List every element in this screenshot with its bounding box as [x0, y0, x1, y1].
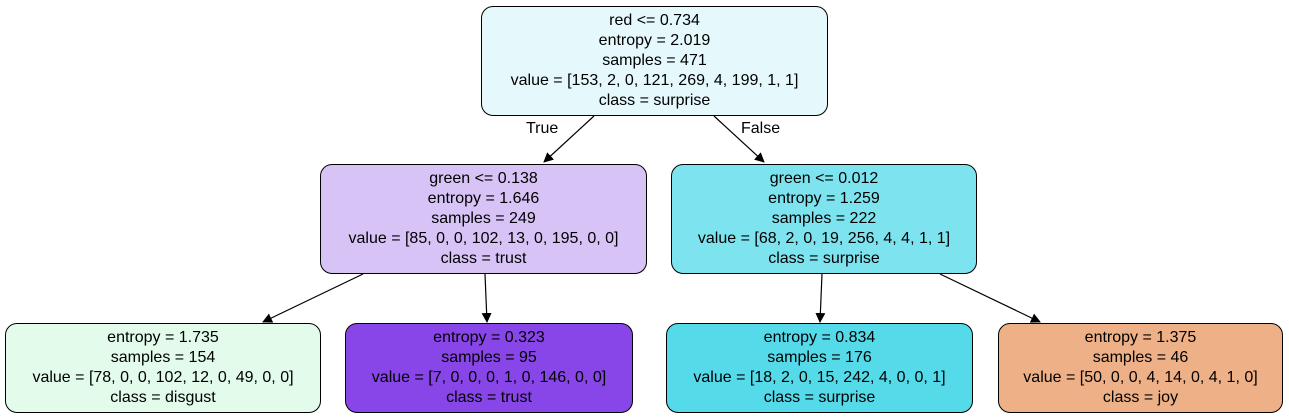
- node-entropy: entropy = 0.323: [433, 329, 545, 346]
- edge-label-false: False: [741, 120, 781, 137]
- node-entropy: entropy = 2.019: [598, 32, 711, 49]
- node-leaf-ll: entropy = 1.735 samples = 154 value = [7…: [5, 323, 321, 413]
- node-class: class = surprise: [768, 250, 880, 267]
- node-value: value = [85, 0, 0, 102, 13, 0, 195, 0, 0…: [348, 230, 619, 247]
- node-entropy: entropy = 0.834: [763, 329, 876, 346]
- edge-left-leaf-lr: [481, 273, 492, 323]
- edge-root-left: [543, 115, 595, 163]
- node-value: value = [68, 2, 0, 19, 256, 4, 4, 1, 1]: [697, 230, 951, 247]
- node-samples: samples = 249: [431, 210, 536, 227]
- node-class: class = disgust: [110, 389, 216, 406]
- node-value: value = [18, 2, 0, 15, 242, 4, 0, 0, 1]: [693, 369, 946, 386]
- node-entropy: entropy = 1.735: [107, 329, 219, 346]
- node-samples: samples = 154: [110, 349, 216, 366]
- node-leaf-rr: entropy = 1.375 samples = 46 value = [50…: [998, 323, 1283, 413]
- node-class: class = joy: [1102, 389, 1179, 406]
- node-condition: green <= 0.138: [429, 170, 538, 187]
- node-right: green <= 0.012 entropy = 1.259 samples =…: [671, 164, 977, 274]
- node-value: value = [153, 2, 0, 121, 269, 4, 199, 1,…: [510, 72, 799, 89]
- node-value: value = [78, 0, 0, 102, 12, 0, 49, 0, 0]: [32, 369, 294, 386]
- node-samples: samples = 222: [771, 210, 877, 227]
- node-leaf-lr: entropy = 0.323 samples = 95 value = [7,…: [345, 323, 633, 413]
- node-condition: red <= 0.734: [609, 12, 700, 29]
- node-entropy: entropy = 1.375: [1084, 329, 1197, 346]
- node-leaf-rl: entropy = 0.834 samples = 176 value = [1…: [666, 323, 973, 413]
- node-root: red <= 0.734 entropy = 2.019 samples = 4…: [481, 6, 828, 116]
- node-entropy: entropy = 1.646: [427, 190, 540, 207]
- node-samples: samples = 471: [602, 52, 707, 69]
- node-samples: samples = 95: [441, 349, 537, 366]
- node-samples: samples = 46: [1092, 349, 1189, 366]
- edge-left-leaf-ll: [262, 273, 364, 323]
- node-left: green <= 0.138 entropy = 1.646 samples =…: [320, 164, 647, 274]
- node-class: class = trust: [446, 389, 532, 406]
- node-condition: green <= 0.012: [769, 170, 879, 187]
- edge-label-true: True: [526, 120, 559, 137]
- node-class: class = surprise: [598, 92, 711, 109]
- edge-root-right: [713, 115, 765, 163]
- edge-right-leaf-rl: [815, 273, 826, 323]
- node-value: value = [50, 0, 0, 4, 14, 0, 4, 1, 0]: [1023, 369, 1258, 386]
- node-class: class = surprise: [763, 389, 876, 406]
- node-class: class = trust: [440, 250, 527, 267]
- edge-right-leaf-rr: [939, 273, 1041, 323]
- node-samples: samples = 176: [767, 349, 872, 366]
- node-value: value = [7, 0, 0, 0, 1, 0, 146, 0, 0]: [371, 369, 607, 386]
- node-entropy: entropy = 1.259: [768, 190, 880, 207]
